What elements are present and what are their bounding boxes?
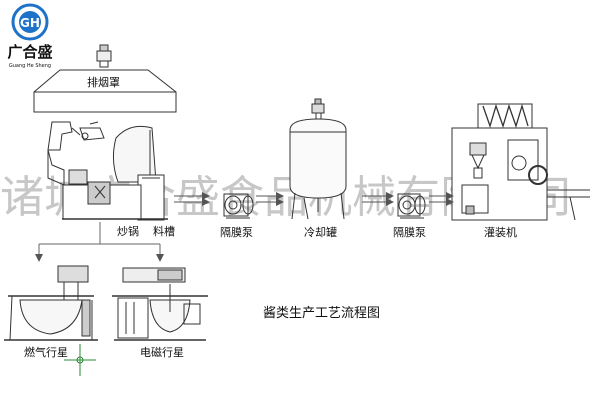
logo-name-cn: 广合盛 bbox=[7, 43, 52, 61]
diagram-title: 酱类生产工艺流程图 bbox=[263, 306, 380, 321]
label-pump-1: 隔膜泵 bbox=[220, 226, 253, 239]
label-cooling-tank: 冷却罐 bbox=[304, 226, 337, 239]
branch-lines bbox=[35, 222, 164, 262]
wok-tank-machine bbox=[47, 121, 168, 221]
label-filler: 灌装机 bbox=[484, 225, 517, 239]
logo-name-pinyin: Guang He Sheng bbox=[9, 63, 51, 69]
label-hood: 排烟罩 bbox=[87, 75, 120, 89]
logo-initials: GH bbox=[20, 16, 40, 30]
filling-machine bbox=[451, 103, 590, 221]
label-wok: 炒锅 bbox=[117, 225, 139, 238]
label-gas-mixer: 燃气行星 bbox=[24, 345, 68, 359]
flow-arrows bbox=[174, 192, 454, 206]
company-logo: GH 广合盛 Guang He Sheng bbox=[7, 3, 53, 69]
cooling-tank-machine bbox=[289, 98, 347, 220]
exhaust-hood-machine bbox=[33, 44, 177, 113]
diaphragm-pump-1-machine bbox=[223, 193, 254, 219]
gas-burner-icon bbox=[64, 344, 96, 376]
label-electric-mixer: 电磁行星 bbox=[140, 346, 184, 359]
gas-planetary-mixer-machine bbox=[4, 265, 98, 341]
diaphragm-pump-2-machine bbox=[397, 193, 426, 219]
electric-planetary-mixer-machine bbox=[112, 267, 208, 341]
label-pump-2: 隔膜泵 bbox=[393, 226, 426, 239]
label-tank: 料槽 bbox=[153, 224, 175, 238]
